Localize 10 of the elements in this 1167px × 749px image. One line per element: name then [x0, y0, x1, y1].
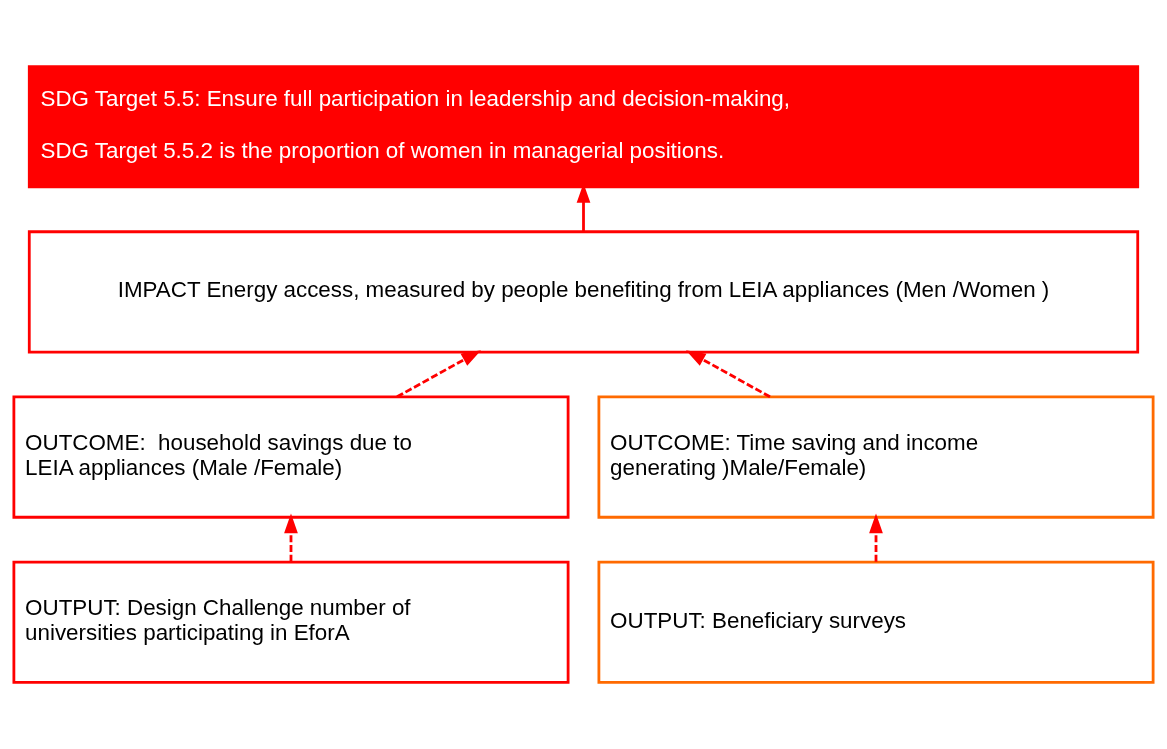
- arrow: [396, 350, 482, 399]
- arrow: [869, 513, 883, 562]
- arrow: [685, 350, 771, 399]
- node-box: IMPACT Energy access, measured by people benefiting from LEIA appliances (Men /Women ): [27, 230, 1140, 354]
- node-box: OUTCOME: household savings due to LEIA appliances (Male /Female): [12, 395, 570, 519]
- node-box: OUTPUT: Design Challenge number of universities participating in EforA: [12, 560, 570, 684]
- node-box: OUTCOME: Time saving and income generating )Male/Female): [597, 395, 1155, 519]
- node-box: SDG Target 5.5: Ensure full participation in leadership and decision-making, SDG Target 5.5.2 is the proportion of women in managerial positions.: [27, 65, 1140, 189]
- node-box: OUTPUT: Beneficiary surveys: [597, 560, 1155, 684]
- arrow: [284, 513, 298, 562]
